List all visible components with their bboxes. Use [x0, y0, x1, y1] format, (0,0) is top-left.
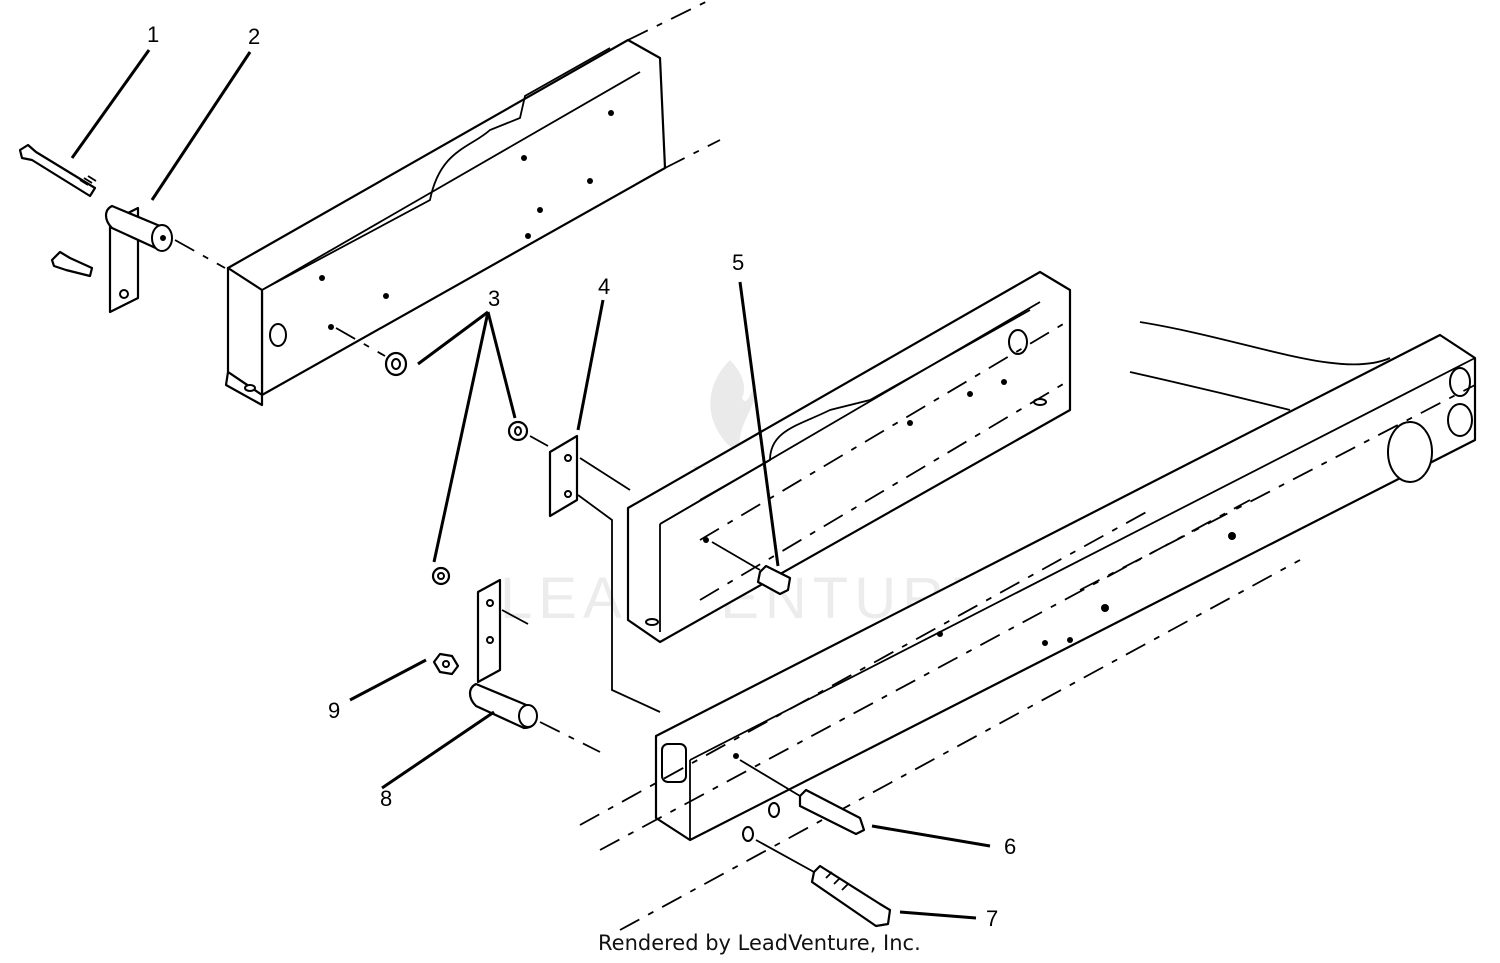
callout-8: 8 [380, 786, 392, 811]
part-2-spacer-bracket [50, 204, 226, 314]
part-8-spacer-bracket [468, 578, 601, 753]
callout-7: 7 [986, 906, 998, 931]
part-3-lock-nuts [335, 327, 529, 586]
part-1-bolt [18, 143, 97, 198]
callout-5: 5 [732, 250, 744, 275]
footer-credit: Rendered by LeadVenture, Inc. [598, 931, 921, 955]
callout-4: 4 [598, 274, 610, 299]
callout-6: 6 [1004, 834, 1016, 859]
part-7-bolt [755, 839, 892, 928]
part-5-bolt [711, 541, 792, 596]
part-4-plate [529, 434, 661, 713]
part-9-nut [432, 652, 460, 676]
callout-3: 3 [488, 286, 500, 311]
part-6-bolt [739, 759, 866, 836]
middle-rail [626, 270, 1072, 644]
callout-1: 1 [147, 22, 159, 47]
callout-leaders [70, 49, 991, 920]
upper-left-rail [224, 0, 721, 407]
callout-2: 2 [248, 24, 260, 49]
callout-9: 9 [328, 698, 340, 723]
lower-frame-tube [579, 321, 1477, 931]
